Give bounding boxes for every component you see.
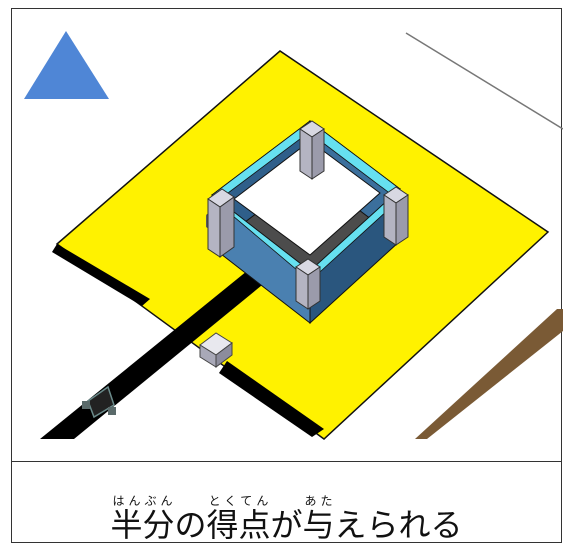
caption-divider <box>12 461 561 462</box>
caption-base: 半分 <box>110 506 175 544</box>
table-edge-line <box>405 32 563 130</box>
caption-furigana: はんぶん <box>110 494 175 508</box>
caption-segment: が <box>270 506 303 544</box>
caption-text: 半分はんぶんの得点とくてんが与あたえられる <box>110 494 462 541</box>
caption-furigana: とくてん <box>206 494 271 508</box>
brown-board-edge <box>415 309 563 439</box>
triangle-symbol <box>24 31 109 99</box>
scene-illustration <box>24 31 563 440</box>
caption-segment-ruby: 半分はんぶん <box>110 494 174 541</box>
caption-base: 得点 <box>206 506 271 544</box>
goal-box <box>206 119 409 325</box>
scene <box>12 9 563 461</box>
caption-base: 与 <box>302 506 335 544</box>
field-border-bottom <box>219 361 324 437</box>
caption-furigana: あた <box>302 494 335 508</box>
caption-segment: の <box>174 506 207 544</box>
field-border-left <box>52 244 150 306</box>
figure-frame: 半分はんぶんの得点とくてんが与あたえられる <box>11 8 563 543</box>
grey-block <box>199 332 233 368</box>
caption: 半分はんぶんの得点とくてんが与あたえられる <box>12 471 561 541</box>
robot <box>82 385 116 419</box>
caption-segment: えられる <box>334 506 463 544</box>
caption-segment-ruby: 与あた <box>303 494 335 541</box>
caption-segment-ruby: 得点とくてん <box>206 494 270 541</box>
